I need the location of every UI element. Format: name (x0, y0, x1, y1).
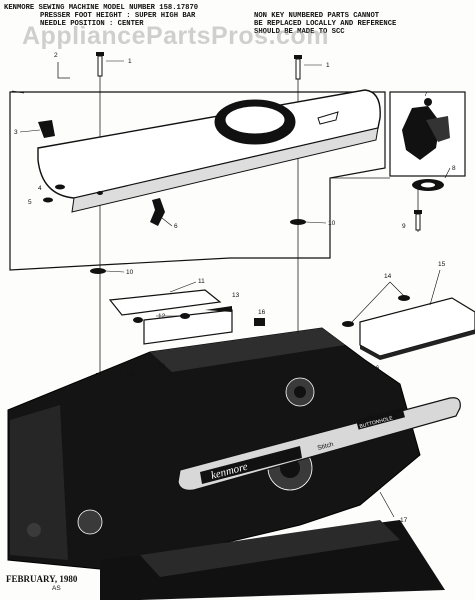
callout-1a: 1 (128, 58, 132, 65)
kenmore-faceplate: kenmore Stitch BUTTONHOLE (177, 397, 461, 491)
machine-base (7, 327, 445, 600)
parts-notice-line-2: BE REPLACED LOCALLY AND REFERENCE (254, 20, 397, 28)
callout-16c: 16 (158, 363, 166, 370)
callout-10b: 10 (328, 220, 336, 227)
clip-part-6 (150, 198, 165, 226)
needle-position-note: NEEDLE POSITION : CENTER (40, 20, 144, 28)
callout-11: 11 (198, 278, 205, 285)
watermark: AppliancePartsPros.com (22, 22, 329, 50)
parts-notice-line-1: NON KEY NUMBERED PARTS CANNOT (254, 12, 380, 20)
callout-numbers: 1 1 2 3 4 5 6 7 8 9 10 10 11 12 13 14 15… (14, 52, 456, 592)
slide-plate-part-11 (108, 289, 222, 316)
top-screws (96, 52, 302, 80)
model-header: KENMORE SEWING MACHINE MODEL NUMBER 158.… (4, 4, 199, 12)
callout-3: 3 (14, 129, 18, 136)
callout-6: 6 (174, 223, 178, 230)
presser-foot-note: PRESSER FOOT HEIGHT : SUPER HIGH BAR (40, 12, 196, 20)
callout-5: 5 (28, 199, 32, 206)
faceplate-stitch-label: Stitch (317, 441, 335, 452)
callout-4: 4 (38, 185, 42, 192)
callout-14: 14 (384, 273, 392, 280)
callout-16b: 16 (126, 371, 134, 378)
cover-group-frame (9, 91, 386, 271)
callout-12: 12 (158, 313, 166, 320)
screw-part-9 (414, 210, 422, 231)
leader-lines (19, 60, 451, 518)
callout-as: AS (52, 585, 61, 592)
callout-2: 2 (54, 52, 58, 59)
bobbin-mechanism (402, 98, 450, 160)
bracket-part-3 (38, 120, 55, 138)
footer-date: FEBRUARY, 1980 (6, 574, 78, 584)
screws-part-14 (342, 295, 410, 327)
callout-10a: 10 (126, 269, 134, 276)
callout-16a: 16 (258, 309, 266, 316)
callout-1b: 1 (326, 62, 330, 69)
callout-7: 7 (424, 91, 428, 98)
callout-9: 9 (402, 223, 406, 230)
callout-8: 8 (452, 165, 456, 172)
callout-17: 17 (400, 517, 408, 524)
top-cover (37, 89, 381, 213)
screws-left (43, 184, 65, 203)
bobbin-spring-part-8 (412, 179, 444, 191)
parts-notice-line-3: SHOULD BE MADE TO SCC (254, 28, 345, 36)
washers-part-10 (90, 219, 306, 274)
bracket-part-13 (143, 309, 233, 345)
callout-15: 15 (438, 261, 446, 268)
callout-13: 13 (232, 292, 240, 299)
callout-16d: 16 (372, 365, 380, 372)
